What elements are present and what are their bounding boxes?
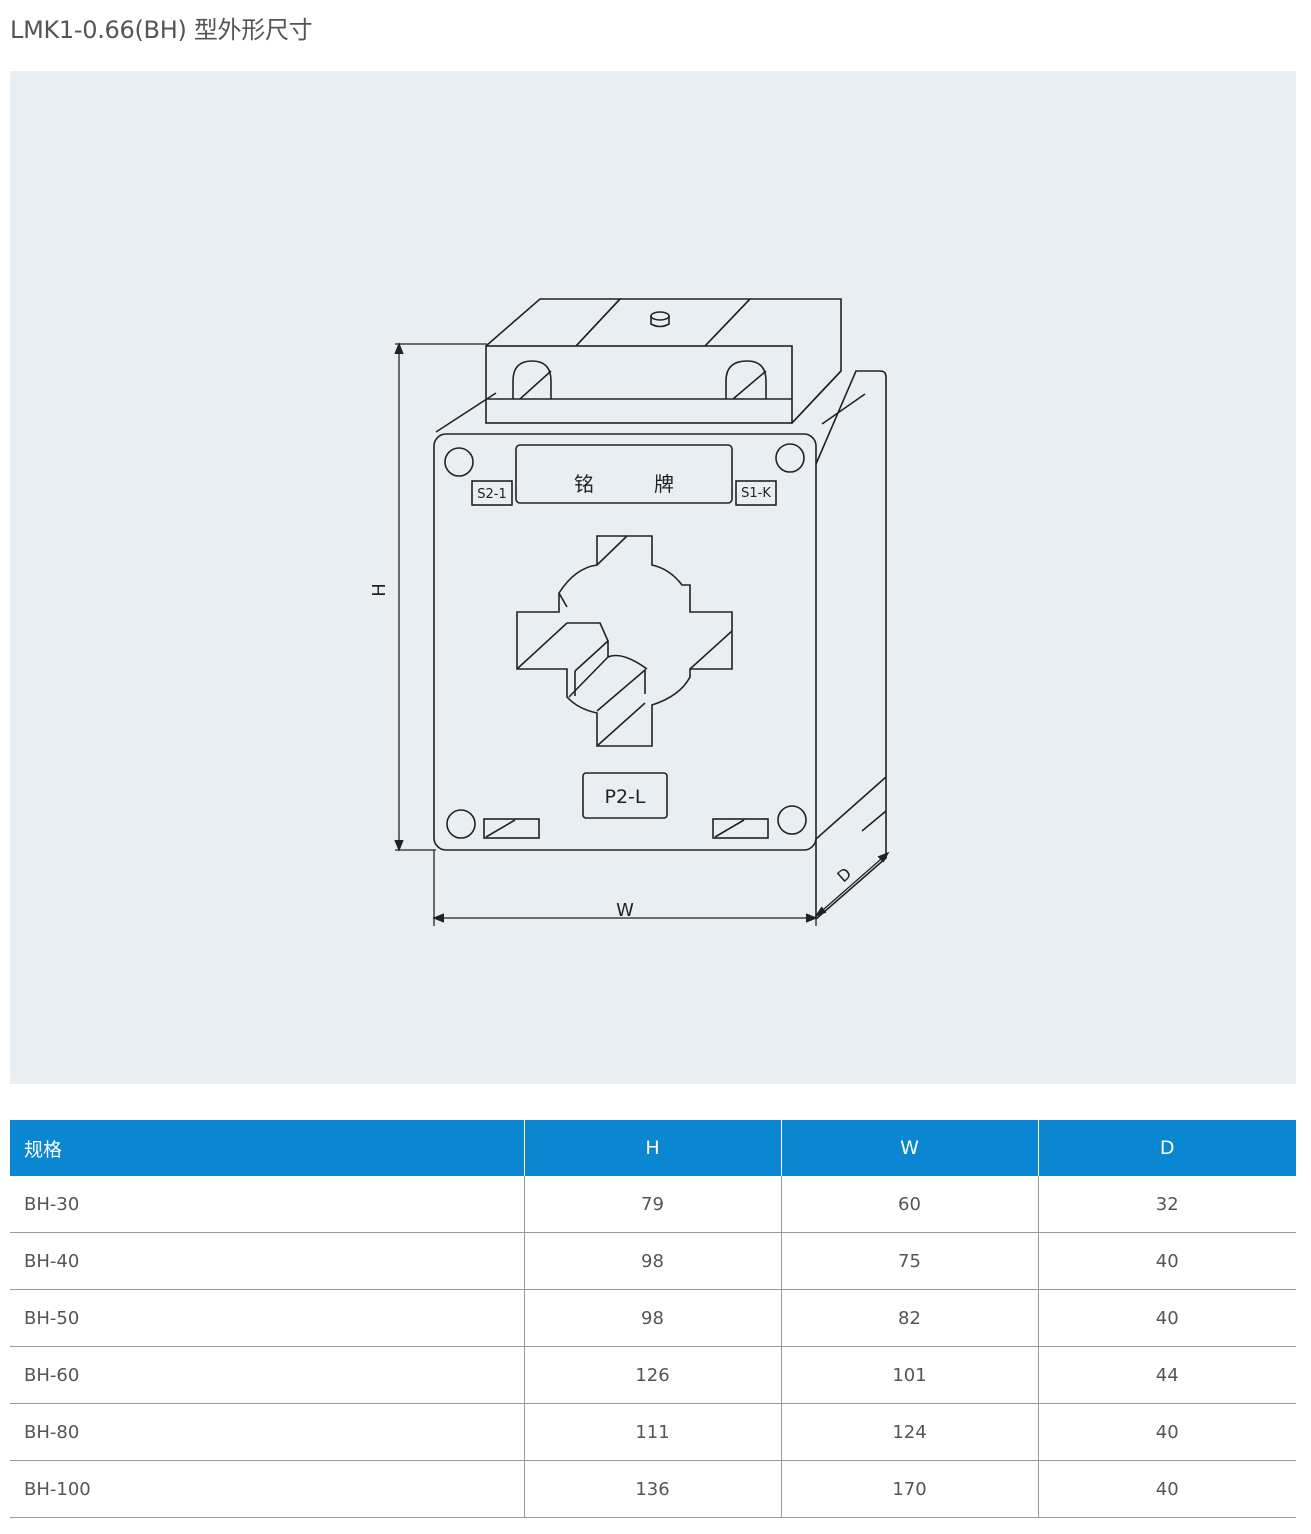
cell-d: 32: [1038, 1176, 1296, 1233]
cell-h: 136: [524, 1460, 782, 1518]
transformer-diagram: 铭 牌 S2-1 S1-K P2-L: [369, 298, 890, 926]
cell-w: 75: [781, 1232, 1039, 1290]
cell-spec: BH-80: [10, 1403, 525, 1461]
cell-d: 40: [1038, 1289, 1296, 1347]
cell-d: 40: [1038, 1460, 1296, 1518]
dim-h: [394, 342, 487, 852]
table-row: BH-40 98 75 40: [10, 1232, 1296, 1290]
body-front: [433, 433, 817, 851]
terminal-left-box: [471, 480, 513, 506]
table-row: BH-60 126 101 44: [10, 1346, 1296, 1404]
dim-h-label: H: [369, 583, 390, 597]
dim-w-label: W: [616, 900, 634, 921]
bottom-label: P2-L: [605, 786, 646, 808]
table-header-row: 规格 H W D: [10, 1120, 1296, 1176]
cell-d: 44: [1038, 1346, 1296, 1404]
terminal-left-label: S2-1: [477, 487, 507, 502]
dim-d: [814, 851, 890, 918]
dim-w: [432, 850, 818, 926]
cell-w: 60: [781, 1176, 1039, 1233]
cell-w: 82: [781, 1289, 1039, 1347]
table-row: BH-30 79 60 32: [10, 1176, 1296, 1233]
cell-d: 40: [1038, 1403, 1296, 1461]
top-block: [485, 298, 842, 424]
nameplate: [515, 444, 733, 504]
mount-hole-top-left: [444, 447, 474, 477]
cell-spec: BH-100: [10, 1460, 525, 1518]
drawing-panel: 铭 牌 S2-1 S1-K P2-L: [10, 71, 1296, 1084]
cell-spec: BH-50: [10, 1289, 525, 1347]
header-w: W: [781, 1120, 1039, 1176]
slot-right: [712, 818, 769, 839]
header-h: H: [524, 1120, 782, 1176]
cell-h: 98: [524, 1289, 782, 1347]
cell-h: 111: [524, 1403, 782, 1461]
cell-w: 124: [781, 1403, 1039, 1461]
header-d: D: [1038, 1120, 1296, 1176]
body-depth: [435, 370, 887, 920]
table-row: BH-100 136 170 40: [10, 1460, 1296, 1518]
conductor-window: [516, 535, 733, 747]
table-row: BH-80 111 124 40: [10, 1403, 1296, 1461]
terminal-right-label: S1-K: [741, 486, 771, 501]
header-spec: 规格: [10, 1120, 525, 1176]
dimension-table: 规格 H W D BH-30 79 60 32 BH-40 98 75 40 B…: [10, 1120, 1296, 1518]
cell-spec: BH-40: [10, 1232, 525, 1290]
mount-hole-top-right: [775, 443, 805, 473]
cell-spec: BH-30: [10, 1176, 525, 1233]
nameplate-label: 铭 牌: [574, 472, 674, 496]
cell-h: 79: [524, 1176, 782, 1233]
mount-hole-bottom-left: [446, 809, 476, 839]
cell-w: 170: [781, 1460, 1039, 1518]
terminal-right-box: [735, 480, 777, 506]
cell-h: 98: [524, 1232, 782, 1290]
cell-w: 101: [781, 1346, 1039, 1404]
dim-d-label: D: [833, 864, 855, 886]
slot-left: [483, 818, 540, 839]
mount-hole-bottom-right: [777, 805, 807, 835]
cell-spec: BH-60: [10, 1346, 525, 1404]
bottom-label-box: [582, 772, 668, 819]
cell-d: 40: [1038, 1232, 1296, 1290]
table-row: BH-50 98 82 40: [10, 1289, 1296, 1347]
page-title: LMK1-0.66(BH) 型外形尺寸: [10, 16, 313, 44]
cell-h: 126: [524, 1346, 782, 1404]
